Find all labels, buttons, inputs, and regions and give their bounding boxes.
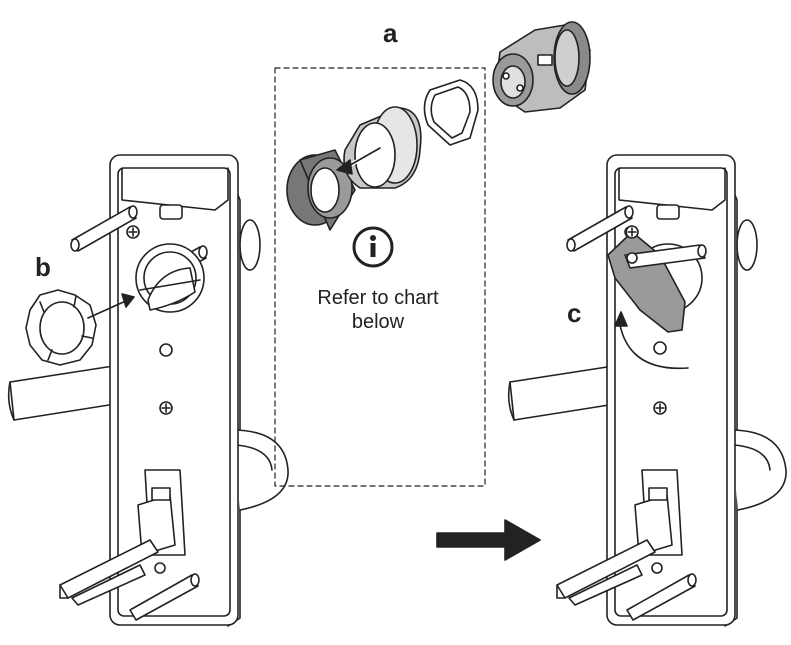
info-note-line2: below — [351, 311, 405, 333]
lock-cylinder — [492, 21, 591, 113]
right-spindle-top — [566, 205, 634, 252]
label-b: b — [35, 252, 51, 282]
info-note-line1: Refer to chart — [317, 287, 439, 309]
detail-box-a — [274, 67, 486, 487]
right-screw-1 — [625, 225, 639, 239]
ring-nut — [25, 289, 97, 366]
left-latch-block — [59, 469, 186, 606]
rotation-arc-c — [619, 324, 689, 370]
info-icon — [352, 226, 394, 268]
left-screw-1 — [126, 225, 140, 239]
arrow-a — [336, 146, 382, 175]
left-spindle-top — [70, 205, 138, 252]
label-c: c — [567, 298, 582, 328]
spacer-ring — [343, 106, 422, 189]
next-step-arrow — [436, 519, 541, 561]
right-screw-2 — [653, 401, 667, 415]
info-note: Refer to chart below — [285, 286, 471, 334]
right-lower-handle — [729, 429, 787, 511]
label-a: a — [383, 18, 398, 48]
left-screw-2 — [159, 401, 173, 415]
right-lock-assembly — [507, 154, 787, 627]
arrow-b — [87, 293, 135, 319]
left-lock-assembly — [7, 154, 289, 627]
gasket-ring — [423, 79, 479, 146]
right-latch-block — [556, 469, 683, 606]
left-lower-handle — [231, 429, 289, 511]
